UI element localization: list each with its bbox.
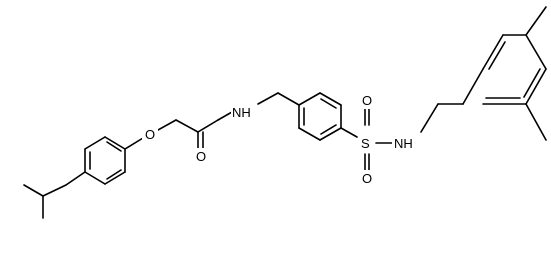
atom-label-amide-nh: NH: [231, 104, 257, 121]
sulfonyl-group: [340, 108, 393, 171]
acetamide-linker: [124, 111, 233, 150]
atom-label-sulfonamide-nh: NH: [392, 135, 419, 152]
atom-label-sulfonyl-oxygen-bottom: O: [358, 170, 374, 187]
ether-oxygen-label: O: [145, 127, 155, 142]
atom-label-carbonyl-oxygen: O: [193, 148, 209, 165]
sulfonyl-oxygen-bottom-label: O: [362, 171, 372, 186]
atom-label-sulfonyl-oxygen-top: O: [358, 92, 374, 109]
left-phenyl-ring: [65, 136, 126, 186]
right-dimethylphenyl-ring: [420, 6, 547, 141]
amide-nh-label: NH: [232, 105, 251, 120]
atom-label-ether-oxygen: O: [142, 126, 158, 143]
isopropyl-group: [23, 184, 67, 219]
sulfonamide-nh-label: NH: [394, 136, 413, 151]
atom-label-sulfur: S: [358, 135, 375, 152]
carbonyl-oxygen-label: O: [196, 149, 206, 164]
sulfur-label: S: [361, 136, 370, 151]
sulfonyl-oxygen-top-label: O: [362, 93, 372, 108]
middle-phenyl-ring: [257, 92, 342, 141]
